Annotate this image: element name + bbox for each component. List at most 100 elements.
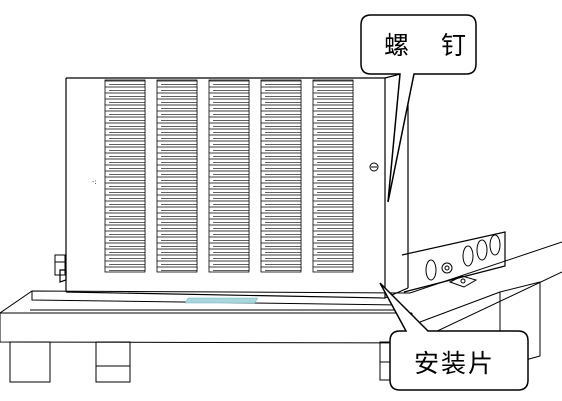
vent-slat [209, 266, 250, 271]
vent-slat [157, 110, 198, 115]
vent-slat [209, 158, 250, 163]
vent-slat [105, 152, 146, 157]
vent-slat [105, 104, 146, 109]
vent-slat [261, 116, 302, 121]
vent-slat [209, 230, 250, 235]
vent-slat [105, 266, 146, 271]
vent-slat [313, 218, 354, 223]
vent-slat [105, 182, 146, 187]
vent-slat [261, 98, 302, 103]
vent-slat [105, 128, 146, 133]
vent-slat [261, 224, 302, 229]
vent-slat [209, 260, 250, 265]
vent-slat [261, 206, 302, 211]
vent-slat [261, 170, 302, 175]
vent-slat [105, 206, 146, 211]
vent-slat [313, 188, 354, 193]
left-foot-bolt [54, 254, 66, 276]
callout-screw-bubble [360, 14, 477, 203]
vent-slat [313, 98, 354, 103]
vent-slat [105, 248, 146, 253]
vent-slat [313, 116, 354, 121]
vent-slat [261, 194, 302, 199]
vent-slat [105, 146, 146, 151]
vent-slat [105, 194, 146, 199]
vent-slat [209, 116, 250, 121]
vent-column [312, 79, 354, 273]
vent-slat [209, 128, 250, 133]
vent-slat [209, 254, 250, 259]
vent-slat [105, 212, 146, 217]
vent-slat [105, 164, 146, 169]
vent-slat [313, 182, 354, 187]
vent-slat [313, 146, 354, 151]
vent-slat [157, 86, 198, 91]
screw-icon [369, 162, 379, 172]
vent-slat [209, 110, 250, 115]
vent-slat [209, 80, 250, 85]
vent-slat [313, 248, 354, 253]
vent-slat [209, 188, 250, 193]
vent-slat [261, 86, 302, 91]
vent-slat [209, 92, 250, 97]
vent-slat [313, 128, 354, 133]
vent-slat [261, 110, 302, 115]
base-label-strip [184, 297, 259, 304]
vent-slat [209, 248, 250, 253]
vent-slat [261, 176, 302, 181]
vent-slat [313, 86, 354, 91]
vent-slat [261, 158, 302, 163]
vent-slat [209, 242, 250, 247]
small-mark: ·: [92, 178, 97, 186]
vent-slat [157, 164, 198, 169]
vent-slat [261, 188, 302, 193]
vent-slat [157, 224, 198, 229]
vent-slat [261, 140, 302, 145]
vent-slat [157, 200, 198, 205]
vent-slat [157, 146, 198, 151]
callout-screw-label: 螺 钉 [384, 31, 478, 60]
vent-slat [209, 134, 250, 139]
vent-slat [209, 206, 250, 211]
vent-slat [157, 182, 198, 187]
vent-slat [261, 146, 302, 151]
vent-slat [157, 188, 198, 193]
vent-slat [261, 266, 302, 271]
vent-slat [313, 194, 354, 199]
vent-slat [105, 140, 146, 145]
vent-slat [261, 92, 302, 97]
vent-slat [105, 254, 146, 259]
vent-slat [313, 206, 354, 211]
side-connectors [425, 234, 501, 281]
vent-slat [209, 170, 250, 175]
vent-slat [261, 242, 302, 247]
vent-slat [157, 194, 198, 199]
vent-slat [157, 158, 198, 163]
vent-slat [105, 218, 146, 223]
vent-slat [157, 140, 198, 145]
vent-slat [313, 200, 354, 205]
vent-slat [157, 248, 198, 253]
vent-slat [105, 134, 146, 139]
vent-slat [313, 104, 354, 109]
vent-slat [313, 260, 354, 265]
vent-slat [157, 218, 198, 223]
vent-slat [157, 242, 198, 247]
vent-column [208, 79, 250, 273]
vent-slat [209, 122, 250, 127]
vent-slat [313, 134, 354, 139]
vent-slat [261, 80, 302, 85]
vent-grille [104, 79, 354, 273]
vent-slat [261, 164, 302, 169]
cabinet-front [59, 77, 386, 299]
vent-slat [261, 212, 302, 217]
vent-slat [105, 230, 146, 235]
vent-slat [157, 254, 198, 259]
vent-slat [209, 224, 250, 229]
vent-slat [209, 98, 250, 103]
vent-slat [313, 230, 354, 235]
vent-slat [313, 164, 354, 169]
vent-slat [209, 182, 250, 187]
vent-slat [313, 170, 354, 175]
